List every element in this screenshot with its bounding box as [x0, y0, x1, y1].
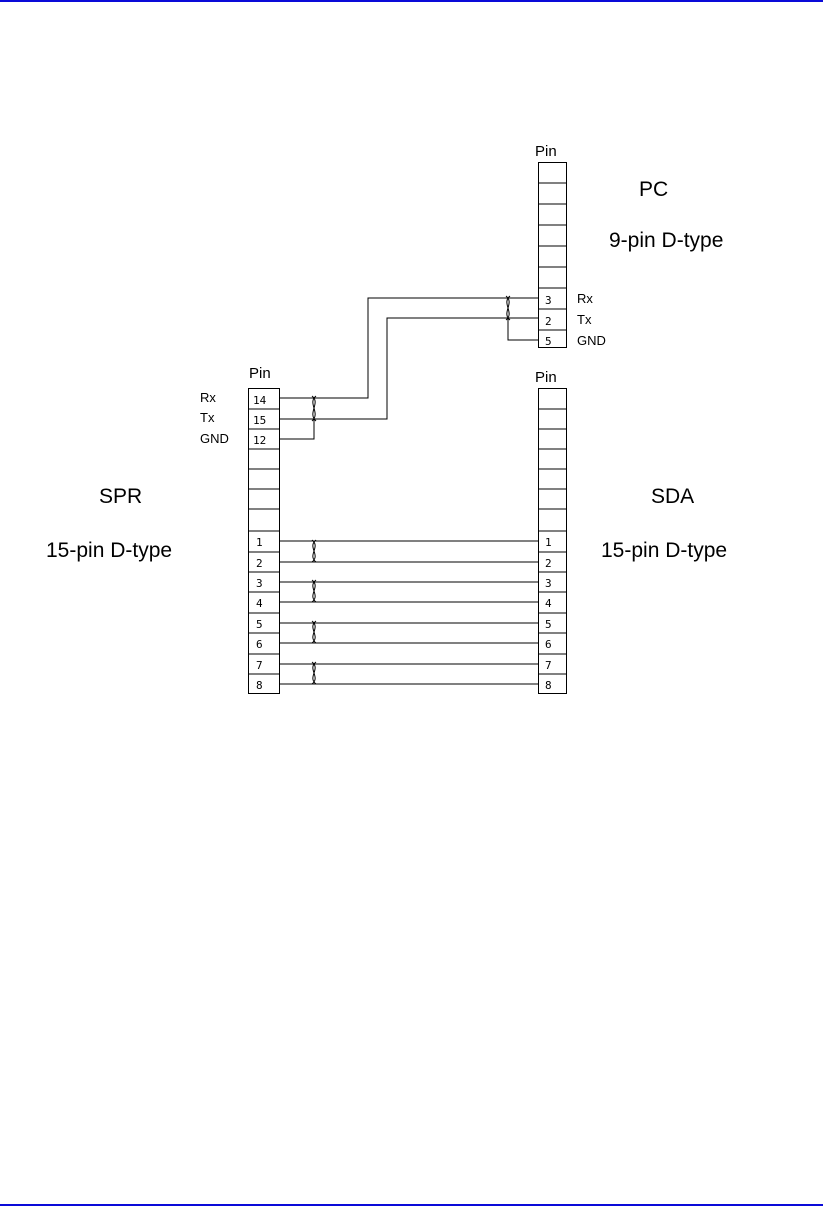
wire-gnd-pc	[508, 318, 538, 340]
twist-5-6	[312, 621, 316, 643]
sda-name: SDA	[651, 485, 694, 508]
spr-signal-label: Tx	[200, 410, 215, 425]
twist-spr	[312, 396, 316, 421]
pc-signal-label: Tx	[577, 312, 592, 327]
spr-connector-type: 15-pin D-type	[46, 539, 172, 562]
spr-signal-label: Rx	[200, 390, 216, 405]
data-wires	[280, 541, 538, 684]
pc-signal-label: Rx	[577, 291, 593, 306]
pc-signal-label: GND	[577, 333, 606, 348]
pc-name: PC	[639, 178, 668, 201]
spr-data-pin-number: 2	[256, 557, 263, 570]
sda-pin-header: Pin	[535, 369, 557, 386]
sda-data-pin-number: 1	[545, 536, 552, 549]
spr-name: SPR	[99, 485, 142, 508]
sda-data-pin-number: 2	[545, 557, 552, 570]
twist-3-4	[312, 580, 316, 602]
sda-data-pin-number: 7	[545, 659, 552, 672]
sda-connector-type: 15-pin D-type	[601, 539, 727, 562]
pc-pin-number: 2	[545, 315, 552, 328]
spr-signal-label: GND	[200, 431, 229, 446]
spr-data-pin-number: 6	[256, 638, 263, 651]
spr-data-pin-number: 7	[256, 659, 263, 672]
sda-data-pin-number: 3	[545, 577, 552, 590]
twist-7-8	[312, 662, 316, 684]
spr-data-pin-number: 3	[256, 577, 263, 590]
sda-data-pin-number: 5	[545, 618, 552, 631]
pc-connector-type: 9-pin D-type	[609, 229, 723, 252]
spr-data-pin-number: 4	[256, 597, 263, 610]
sda-data-pin-number: 6	[545, 638, 552, 651]
spr-pin-number: 15	[253, 414, 266, 427]
pc-pin-number: 5	[545, 335, 552, 348]
sda-data-pin-number: 8	[545, 679, 552, 692]
sda-connector	[539, 389, 567, 694]
spr-data-pin-number: 8	[256, 679, 263, 692]
spr-data-pin-number: 1	[256, 536, 263, 549]
twist-pc	[506, 296, 510, 320]
spr-pin-header: Pin	[249, 365, 271, 382]
pc-pin-header: Pin	[535, 143, 557, 160]
pc-pin-number: 3	[545, 294, 552, 307]
serial-wires	[280, 298, 538, 439]
twist-1-2	[312, 540, 316, 562]
wire-rx	[280, 298, 538, 398]
spr-pin-number: 12	[253, 434, 266, 447]
pc-connector	[539, 163, 567, 348]
twist-markers	[312, 296, 510, 684]
wire-tx	[280, 318, 538, 419]
wire-gnd-spr	[280, 419, 314, 439]
sda-data-pin-number: 4	[545, 597, 552, 610]
spr-data-pin-number: 5	[256, 618, 263, 631]
spr-pin-number: 14	[253, 394, 267, 407]
